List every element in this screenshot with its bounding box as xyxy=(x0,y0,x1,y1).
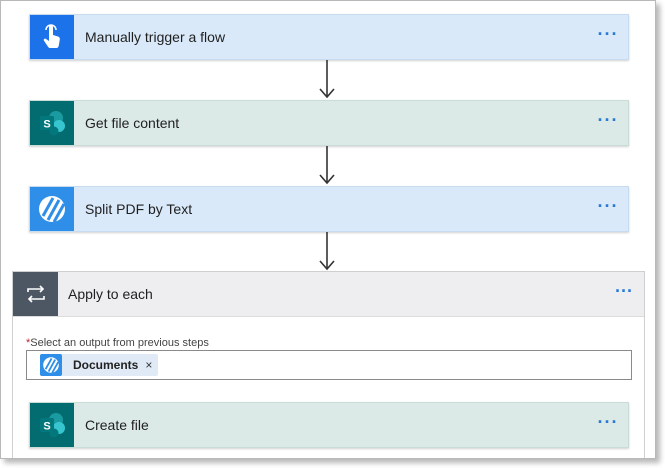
more-options-button[interactable]: ··· xyxy=(615,281,633,301)
svg-text:S: S xyxy=(43,119,50,131)
required-marker: * xyxy=(26,337,31,349)
step-title: Manually trigger a flow xyxy=(85,29,226,45)
step-title: Get file content xyxy=(85,115,180,131)
output-select-input[interactable]: Documents × xyxy=(26,350,632,380)
apply-to-each-container: Apply to each ··· *Select an output from… xyxy=(12,271,645,458)
step-card-split-pdf[interactable]: Split PDF by Text ··· xyxy=(29,186,629,232)
flow-designer-canvas: Manually trigger a flow ··· S Get file c… xyxy=(0,0,656,459)
step-card-create-file[interactable]: S Create file ··· xyxy=(29,402,629,448)
sharepoint-icon: S xyxy=(30,101,74,145)
more-options-button[interactable]: ··· xyxy=(597,412,619,432)
connector-arrow-icon xyxy=(319,146,335,185)
split-pdf-icon xyxy=(30,187,74,231)
connector-arrow-icon xyxy=(319,232,335,271)
split-pdf-icon xyxy=(40,354,62,376)
step-title: Split PDF by Text xyxy=(85,201,193,217)
hand-pointer-icon xyxy=(30,15,74,59)
more-options-button[interactable]: ··· xyxy=(597,196,619,216)
apply-to-each-title: Apply to each xyxy=(68,286,153,302)
more-options-button[interactable]: ··· xyxy=(597,110,619,130)
connector-arrow-icon xyxy=(319,60,335,99)
step-card-get-file-content[interactable]: S Get file content ··· xyxy=(29,100,629,146)
field-label: *Select an output from previous steps xyxy=(26,337,209,349)
apply-to-each-header[interactable]: Apply to each ··· xyxy=(13,272,644,317)
step-card-manual-trigger[interactable]: Manually trigger a flow ··· xyxy=(29,14,629,60)
dynamic-content-token[interactable]: Documents × xyxy=(40,354,159,376)
more-options-button[interactable]: ··· xyxy=(597,24,619,44)
loop-icon xyxy=(13,272,58,316)
remove-token-button[interactable]: × xyxy=(145,358,153,372)
token-label: Documents xyxy=(73,358,139,372)
sharepoint-icon: S xyxy=(30,403,74,447)
step-title: Create file xyxy=(85,417,149,433)
field-label-text: Select an output from previous steps xyxy=(30,337,209,349)
svg-text:S: S xyxy=(43,421,50,433)
